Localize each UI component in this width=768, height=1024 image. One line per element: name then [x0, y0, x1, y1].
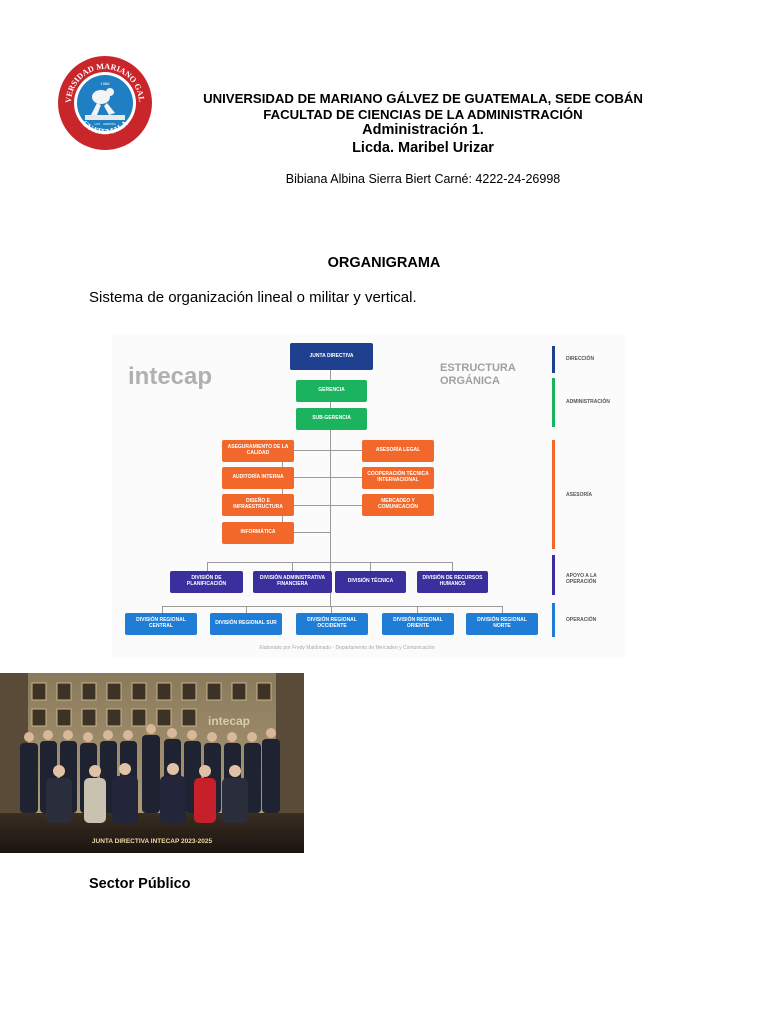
level-label-administracion: ADMINISTRACIÓN [566, 399, 610, 405]
section-heading-sector-publico: Sector Público [89, 876, 191, 892]
box-sub-gerencia: SUB-GERENCIA [296, 408, 367, 430]
staff-link [282, 505, 330, 506]
board-photo: intecap [0, 673, 304, 853]
level-bar-direccion [552, 346, 555, 373]
level-label-apoyo: APOYO A LA OPERACIÓN [566, 573, 597, 585]
header-university: UNIVERSIDAD DE MARIANO GÁLVEZ DE GUATEMA… [203, 91, 643, 106]
chart-heading: ESTRUCTURA ORGÁNICA [440, 362, 516, 387]
staff-link [282, 477, 330, 478]
regional-drop [417, 606, 418, 613]
svg-text:LUX · VERITAS: LUX · VERITAS [94, 122, 115, 126]
level-label-direccion: DIRECCIÓN [566, 356, 595, 362]
intecap-logo: intecap [128, 363, 213, 390]
regional-drop [162, 606, 163, 613]
box-junta-directiva: JUNTA DIRECTIVA [290, 343, 373, 370]
division-drop [452, 562, 453, 572]
box-cooperacion: COOPERACIÓN TÉCNICA INTERNACIONAL [362, 467, 434, 489]
box-division-planificacion: DIVISIÓN DE PLANIFICACIÓN [170, 571, 243, 593]
seal-year: 1966 [101, 81, 111, 86]
level-bar-operacion [552, 603, 555, 637]
chart-credit: Elaborado por Fredy Maldonado - Departam… [259, 645, 435, 651]
box-division-administrativa: DIVISIÓN ADMINISTRATIVA FINANCIERA [253, 571, 332, 593]
left-staff-connector [282, 450, 283, 532]
division-drop [370, 562, 371, 572]
photo-wall-logo: intecap [208, 714, 250, 728]
box-gerencia: GERENCIA [296, 380, 367, 402]
main-connector [330, 370, 331, 562]
regional-drop [331, 606, 332, 613]
box-auditoria: AUDITORÍA INTERNA [222, 467, 294, 489]
level-label-asesoria: ASESORÍA [566, 492, 593, 498]
university-seal: UNIVERSIDAD MARIANO GALVEZ GUATEMALA 196… [54, 48, 153, 151]
regional-drop [502, 606, 503, 613]
level-bar-apoyo [552, 555, 555, 595]
regional-bus [162, 606, 502, 607]
box-division-rrhh: DIVISIÓN DE RECURSOS HUMANOS [417, 571, 488, 593]
level-bar-administracion [552, 378, 555, 427]
division-drop [292, 562, 293, 572]
box-mercadeo: MERCADEO Y COMUNICACIÓN [362, 494, 434, 516]
box-aseguramiento: ASEGURAMIENTO DE LA CALIDAD [222, 440, 294, 462]
level-bar-asesoria [552, 440, 555, 549]
photo-caption: JUNTA DIRECTIVA INTECAP 2023-2025 [91, 838, 213, 845]
staff-link [282, 532, 330, 533]
staff-link [330, 450, 370, 451]
division-bus [207, 562, 452, 563]
header-faculty: FACULTAD DE CIENCIAS DE LA ADMINISTRACIÓ… [263, 107, 583, 122]
staff-link [330, 505, 370, 506]
box-regional-norte: DIVISIÓN REGIONAL NORTE [466, 613, 538, 635]
box-asesoria-legal: ASESORÍA LEGAL [362, 440, 434, 462]
seal-figure: LUX · VERITAS [85, 88, 125, 126]
box-regional-sur: DIVISIÓN REGIONAL SUR [210, 613, 282, 635]
board-photo-illustration: intecap [0, 673, 304, 853]
header-teacher: Licda. Maribel Urizar [352, 140, 494, 156]
box-regional-occidente: DIVISIÓN REGIONAL OCCIDENTE [296, 613, 368, 635]
box-division-tecnica: DIVISIÓN TÉCNICA [335, 571, 406, 593]
box-diseno: DISEÑO E INFRAESTRUCTURA [222, 494, 294, 516]
box-informatica: INFORMÁTICA [222, 522, 294, 544]
box-regional-central: DIVISIÓN REGIONAL CENTRAL [125, 613, 197, 635]
student-line: Bibiana Albina Sierra Biert Carné: 4222-… [285, 172, 561, 186]
box-regional-oriente: DIVISIÓN REGIONAL ORIENTE [382, 613, 454, 635]
staff-link [282, 450, 330, 451]
staff-link [330, 477, 370, 478]
header-course: Administración 1. [362, 122, 484, 138]
regional-drop [246, 606, 247, 613]
level-label-operacion: OPERACIÓN [566, 617, 597, 623]
page-title: ORGANIGRAMA [327, 255, 441, 271]
division-drop [207, 562, 208, 572]
subtitle: Sistema de organización lineal o militar… [89, 289, 417, 306]
org-chart: intecap ESTRUCTURA ORGÁNICA JUNTA DIRECT… [112, 335, 626, 657]
